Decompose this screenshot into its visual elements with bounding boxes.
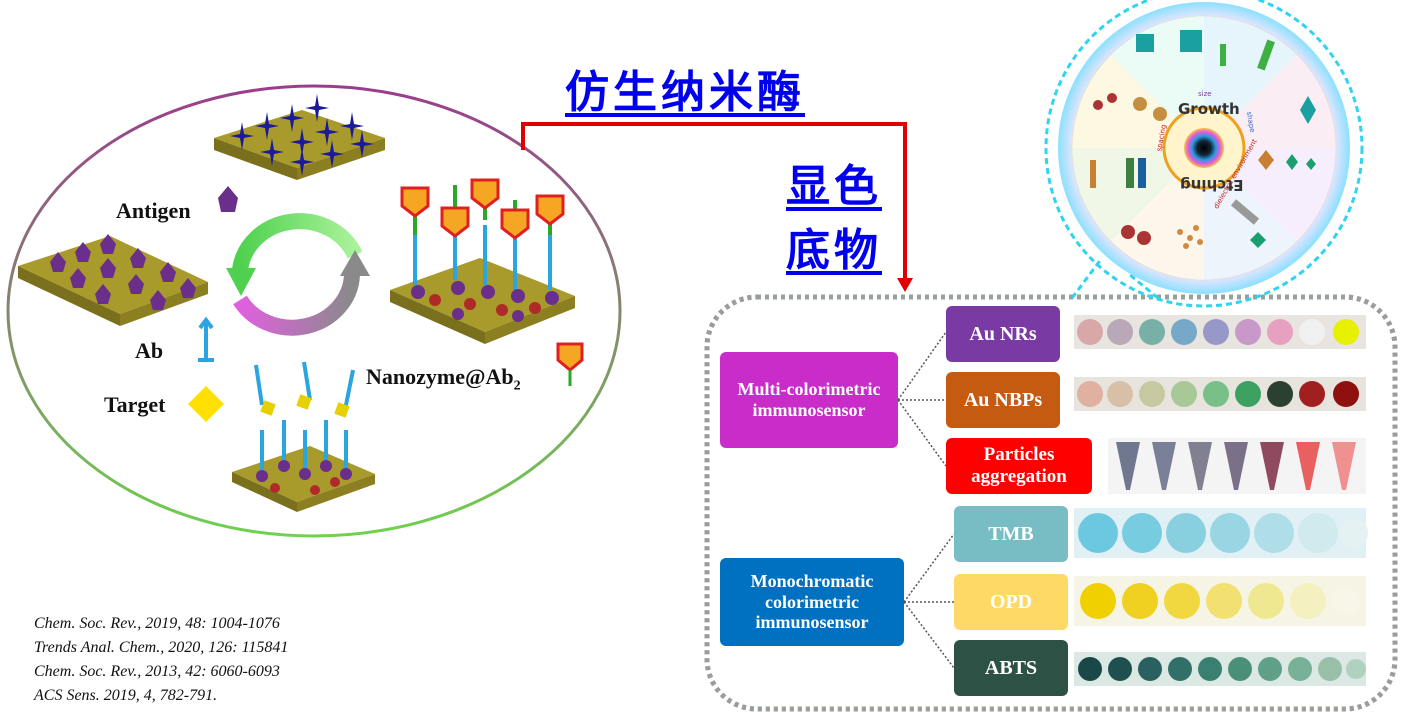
well-strip-abts [1074, 652, 1366, 686]
well-strip-au-nbps [1074, 377, 1366, 411]
target-label: Target [104, 392, 166, 417]
wheel-size-label: size [1198, 90, 1212, 98]
antigen-icon [218, 186, 238, 212]
ab-icon [198, 316, 214, 362]
antibody-target-complexes [254, 361, 355, 411]
well-strip-opd [1074, 576, 1366, 626]
cycle-arrows [226, 213, 370, 336]
growth-etching-wheel [1044, 0, 1364, 308]
well-strip-particles [1108, 438, 1366, 494]
antigen-label: Antigen [116, 198, 191, 223]
assay-ellipse [6, 84, 622, 538]
method-au-nrs: Au NRs [946, 306, 1060, 362]
reference-2: Trends Anal. Chem., 2020, 126: 115841 [34, 639, 289, 656]
multi-colorimetric-box: Multi-colorimetric immunosensor [720, 352, 898, 448]
well-strip-tmb [1074, 508, 1368, 558]
substrate-label-line1: 显色 [786, 161, 882, 212]
title-bionic-nanozyme: 仿生纳米酶 [565, 67, 805, 118]
reference-3: Chem. Soc. Rev., 2013, 42: 6060-6093 [34, 663, 280, 680]
method-au-nbps: Au NBPs [946, 372, 1060, 428]
substrate-label-line2: 底物 [786, 225, 882, 276]
well-strip-au-nrs [1074, 315, 1366, 349]
antigen-plate-top [214, 94, 385, 180]
nanozyme-label: Nanozyme@Ab2 [366, 364, 521, 394]
tree-lines [897, 331, 955, 669]
connector-arrowhead [897, 278, 913, 292]
monochromatic-colorimetric-box: Monochromatic colorimetric immunosensor [720, 558, 904, 646]
connector-line [521, 122, 907, 282]
nanozyme-icon [556, 342, 584, 386]
reference-4: ACS Sens. 2019, 4, 782-791. [34, 687, 218, 704]
bottom-plate [232, 420, 375, 512]
method-abts: ABTS [954, 640, 1068, 696]
method-particles-aggregation: Particles aggregation [946, 438, 1092, 494]
method-opd: OPD [954, 574, 1068, 630]
method-tmb: TMB [954, 506, 1068, 562]
reference-1: Chem. Soc. Rev., 2019, 48: 1004-1076 [34, 615, 280, 632]
nanozyme-plate [390, 178, 575, 344]
antigen-plate-left [18, 234, 208, 326]
references-list: Chem. Soc. Rev., 2019, 48: 1004-1076 Tre… [34, 612, 288, 708]
wheel-growth-label: Growth [1178, 100, 1240, 118]
ab-label: Ab [135, 338, 164, 363]
target-icon [188, 386, 224, 422]
